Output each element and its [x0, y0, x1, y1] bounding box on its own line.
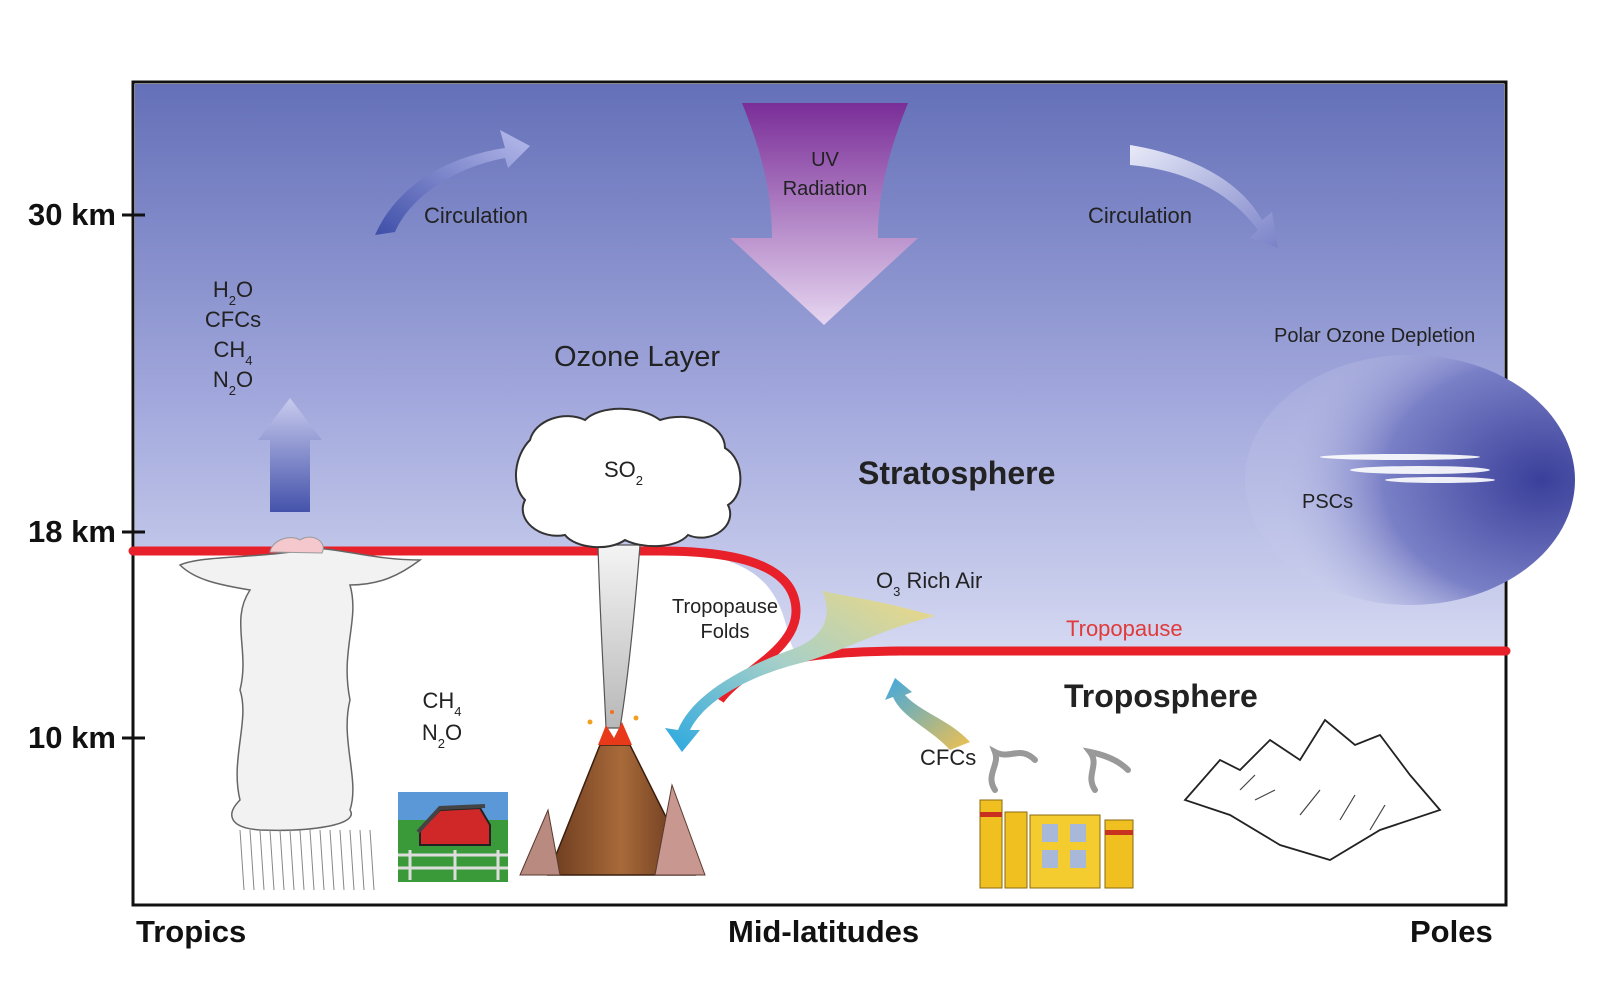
circulation-right-label: Circulation: [1088, 203, 1192, 228]
circulation-right-arrow: [1130, 145, 1278, 248]
gas-n2o-label: N2O: [213, 367, 253, 398]
so2-label: SO2: [604, 457, 643, 488]
tropopause-label: Tropopause: [1066, 616, 1183, 641]
tropopause-folds-label-2: Folds: [701, 621, 750, 643]
o3-rich-air-label: O3 Rich Air: [876, 568, 982, 599]
farm-illustration: [398, 792, 508, 882]
o3-rich-air-arrow: [665, 590, 935, 752]
altitude-label-10km: 10 km: [28, 720, 116, 755]
circulation-left-label: Circulation: [424, 203, 528, 228]
altitude-ticks: [122, 213, 145, 740]
region-label-tropics: Tropics: [136, 914, 246, 949]
farm-gas-n2o-label: N2O: [422, 720, 462, 751]
thunderstorm-cloud: [178, 536, 423, 891]
uv-label-line1: UV: [811, 149, 839, 171]
factory-illustration: [979, 745, 1134, 889]
stratosphere-label: Stratosphere: [858, 455, 1055, 491]
ozone-layer-label: Ozone Layer: [554, 341, 720, 373]
altitude-label-18km: 18 km: [28, 514, 116, 549]
troposphere-label: Troposphere: [1064, 678, 1258, 714]
pscs-label: PSCs: [1302, 491, 1353, 513]
polar-ozone-depletion-label: Polar Ozone Depletion: [1274, 325, 1475, 347]
mountain-range: [1183, 718, 1442, 861]
volcano-eruption: [514, 407, 742, 876]
region-label-poles: Poles: [1410, 914, 1493, 949]
region-label-mid-latitudes: Mid-latitudes: [728, 914, 919, 949]
gas-h2o-label: H2O: [213, 277, 253, 308]
cfcs-factory-label: CFCs: [920, 745, 976, 770]
uv-label-line2: Radiation: [783, 178, 868, 200]
gas-cfcs-label: CFCs: [205, 307, 261, 332]
uv-radiation-arrow: [730, 103, 918, 325]
circulation-left-arrow: [375, 130, 530, 235]
upward-transport-arrow: [258, 398, 322, 512]
tropopause-folds-label-1: Tropopause: [672, 596, 778, 618]
altitude-label-30km: 30 km: [28, 197, 116, 232]
psc-clouds: [1320, 454, 1495, 483]
cfcs-arrow: [885, 678, 970, 750]
gas-ch4-label: CH4: [213, 337, 252, 368]
farm-gas-ch4-label: CH4: [422, 688, 461, 719]
stratosphere-region: [135, 84, 1504, 660]
